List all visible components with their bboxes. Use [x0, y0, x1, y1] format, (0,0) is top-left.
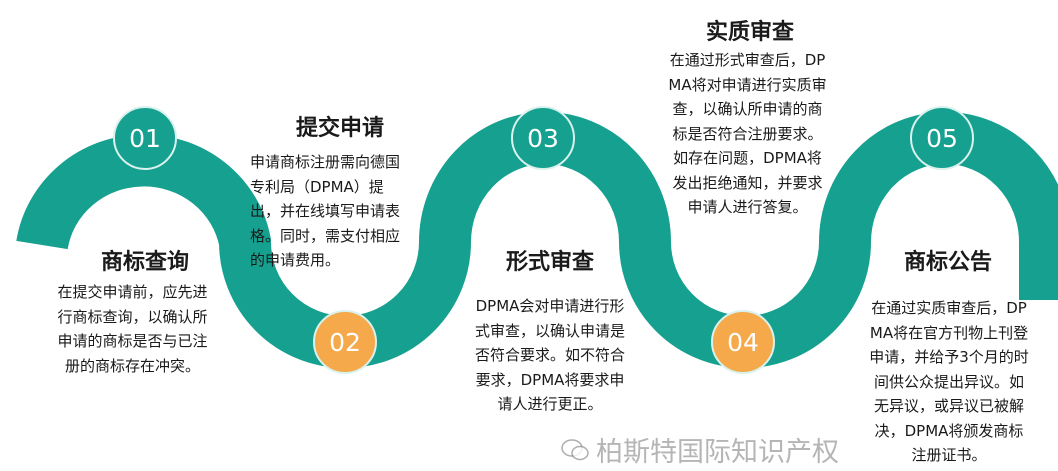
step-05-badge: 05 — [910, 106, 974, 170]
step-02-badge: 02 — [313, 310, 377, 374]
step-05-title: 商标公告 — [903, 250, 992, 275]
step-02-text: 申请商标注册需向德国 专利局（DPMA）提 出，并在线填写申请表 格。同时，需支… — [250, 150, 400, 273]
text-line: 在通过形式审查后，DP — [669, 51, 826, 69]
watermark: 柏斯特国际知识产权 — [560, 430, 839, 469]
step-03-badge: 03 — [511, 106, 575, 170]
step-01-title: 商标查询 — [100, 250, 189, 275]
text-line: 在提交申请前，应先进 — [57, 283, 208, 301]
text-line: 册的商标存在冲突。 — [64, 356, 200, 375]
text-line: 专利局（DPMA）提 — [250, 177, 384, 196]
text-line: 申请的商标是否与已注 — [57, 332, 208, 350]
text-line: 决，DPMA将颁发商标 — [874, 421, 1024, 440]
text-line: 请人进行更正。 — [497, 395, 603, 413]
wechat-icon — [561, 438, 589, 460]
step-03-text: DPMA会对申请进行形 式审查，以确认申请是 否符合要求。如不符合 要求，DPM… — [460, 294, 640, 417]
text-line: 查，以确认所申请的商 — [672, 100, 823, 118]
step-01-badge: 01 — [113, 106, 177, 170]
text-line: 无异议，或异议已被解 — [873, 397, 1024, 415]
step-02-title: 提交申请 — [295, 116, 384, 141]
text-line: 否符合要求。如不符合 — [474, 346, 625, 364]
text-line: 式审查，以确认申请是 — [474, 321, 625, 340]
step-04-text: 在通过形式审查后，DP MA将对申请进行实质审 查，以确认所申请的商 标是否符合… — [655, 48, 840, 220]
step-04-badge: 04 — [711, 310, 775, 374]
step-04-title: 实质审查 — [705, 20, 794, 45]
text-line: MA将对申请进行实质审 — [668, 75, 827, 94]
text-line: 标是否符合注册要求。 — [672, 124, 823, 143]
text-line: 要求，DPMA将要求申 — [475, 370, 625, 389]
text-line: 发出拒绝通知，并要求 — [672, 173, 823, 192]
text-line: 如存在问题，DPMA将 — [673, 149, 822, 167]
text-line: 在通过实质审查后，DP — [871, 299, 1027, 317]
text-line: 注册证书。 — [911, 446, 987, 464]
text-line: 格。同时，需支付相应 — [250, 226, 401, 245]
text-line: DPMA会对申请进行形 — [475, 297, 625, 315]
text-line: 申请商标注册需向德国 — [250, 153, 401, 171]
watermark-text: 柏斯特国际知识产权 — [596, 437, 839, 468]
text-line: MA将在官方刊物上刊登 — [869, 323, 1029, 342]
text-line: 的申请费用。 — [250, 251, 341, 269]
text-line: 行商标查询，以确认所 — [57, 307, 208, 326]
step-03-title: 形式审查 — [505, 250, 594, 275]
text-line: 申请人进行答复。 — [687, 198, 808, 216]
step-01-text: 在提交申请前，应先进 行商标查询，以确认所 申请的商标是否与已注 册的商标存在冲… — [50, 280, 215, 378]
text-line: 出，并在线填写申请表 — [250, 202, 401, 220]
step-05-text: 在通过实质审查后，DP MA将在官方刊物上刊登 申请，并给予3个月的时 间供公众… — [855, 296, 1043, 468]
text-line: 间供公众提出异议。如 — [873, 372, 1024, 391]
text-line: 申请，并给予3个月的时 — [869, 348, 1029, 366]
